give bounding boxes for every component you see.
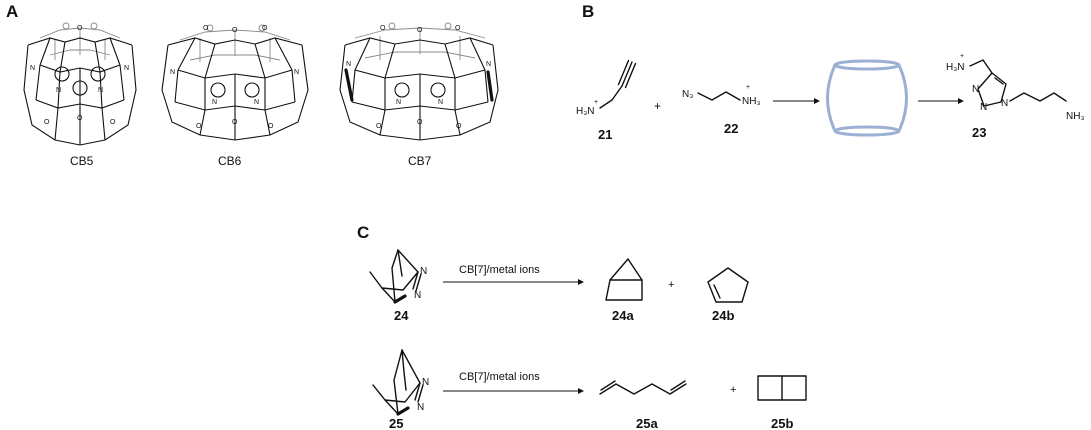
svg-text:N: N [396, 99, 401, 106]
svg-text:+: + [746, 84, 750, 91]
plus-sign-c1: + [668, 279, 674, 291]
svg-text:N: N [438, 99, 443, 106]
cb6-structure: O O O O O O N N N N [161, 24, 309, 141]
svg-text:O: O [268, 123, 274, 130]
cb5-o-top: O [77, 25, 83, 32]
panel-letter-c: C [357, 223, 369, 242]
svg-text:N: N [420, 266, 427, 277]
plus-sign-c2: + [730, 384, 736, 396]
svg-text:N: N [56, 87, 61, 94]
svg-text:N: N [972, 84, 979, 95]
cb6-label: CB6 [218, 154, 242, 168]
product-24b [707, 267, 749, 303]
product-24a [605, 258, 643, 301]
cb5-label: CB5 [70, 154, 94, 168]
svg-text:O: O [417, 27, 423, 34]
svg-text:+: + [960, 53, 964, 60]
cb7-label: CB7 [408, 154, 432, 168]
svg-text:+: + [594, 99, 598, 106]
svg-text:N: N [980, 102, 987, 113]
svg-text:N: N [212, 99, 217, 106]
product-25b [757, 375, 807, 401]
svg-text:O: O [262, 25, 268, 32]
svg-text:O: O [417, 119, 423, 126]
product-25a [599, 380, 687, 395]
svg-text:O: O [380, 25, 386, 32]
label-24a: 24a [612, 308, 634, 323]
svg-text:N: N [414, 290, 421, 301]
label-25: 25 [389, 416, 403, 430]
cucurbituril-cavity-icon [826, 59, 908, 137]
svg-text:O: O [455, 25, 461, 32]
svg-text:N: N [294, 69, 299, 76]
label-21: 21 [598, 127, 612, 142]
cb5-structure: O O O O N N N N [23, 22, 137, 146]
svg-text:NH₃: NH₃ [742, 96, 761, 107]
label-22: 22 [724, 121, 738, 136]
svg-text:N₃: N₃ [682, 89, 693, 100]
cb5-back-bonds [39, 22, 121, 60]
cb6-back-bonds [179, 24, 291, 62]
conditions-row2: CB[7]/metal ions [459, 371, 540, 383]
cb7-back-bonds [354, 22, 486, 60]
svg-text:O: O [376, 123, 382, 130]
panel-letter-b: B [582, 2, 594, 21]
svg-text:N: N [170, 69, 175, 76]
svg-text:N: N [124, 65, 129, 72]
label-25b: 25b [771, 416, 793, 430]
svg-text:N: N [1001, 98, 1008, 109]
svg-text:O: O [203, 25, 209, 32]
svg-text:NH₃: NH₃ [1066, 111, 1085, 122]
svg-text:O: O [232, 27, 238, 34]
label-24: 24 [394, 308, 409, 323]
label-25a: 25a [636, 416, 658, 430]
svg-text:N: N [486, 61, 491, 68]
svg-text:O: O [44, 119, 50, 126]
svg-text:N: N [254, 99, 259, 106]
reactant-25: N N [372, 349, 429, 416]
panel-letter-a: A [6, 2, 18, 21]
reagent-21: H₃N + [576, 59, 637, 117]
label-24b: 24b [712, 308, 734, 323]
svg-text:N: N [422, 377, 429, 388]
svg-text:N: N [98, 87, 103, 94]
svg-text:H₃N: H₃N [946, 62, 965, 73]
svg-text:N: N [417, 402, 424, 413]
svg-text:O: O [110, 119, 116, 126]
svg-text:N: N [30, 65, 35, 72]
svg-text:O: O [456, 123, 462, 130]
plus-sign-b: + [654, 99, 661, 113]
reagent-22: N₃ NH₃ + [682, 84, 761, 107]
reactant-24: N N [369, 249, 427, 304]
label-23: 23 [972, 125, 986, 140]
svg-text:O: O [232, 119, 238, 126]
cb5-o-bottom: O [77, 115, 83, 122]
svg-text:N: N [346, 61, 351, 68]
svg-text:O: O [196, 123, 202, 130]
product-23: H₃N + N N N NH₃ [946, 53, 1085, 122]
conditions-row1: CB[7]/metal ions [459, 264, 540, 276]
cb7-structure: O O O O O O N N N N [339, 22, 499, 141]
svg-text:H₃N: H₃N [576, 106, 595, 117]
